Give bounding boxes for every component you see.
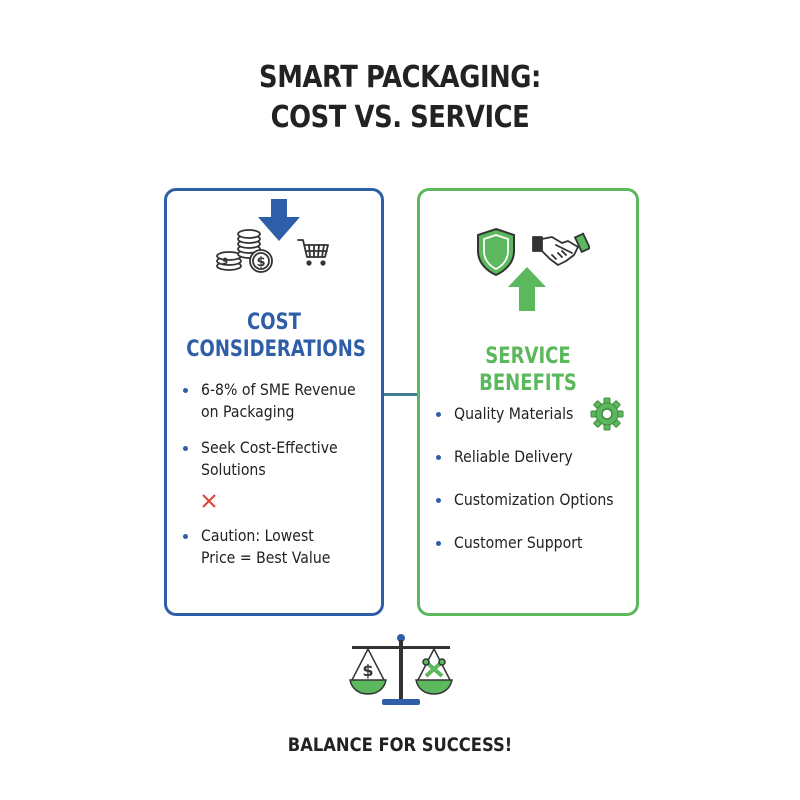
- page-title: SMART PACKAGING: COST VS. SERVICE: [56, 58, 744, 138]
- list-item: Reliable Delivery: [436, 446, 634, 468]
- bullet: [183, 446, 188, 451]
- svg-text:$: $: [256, 255, 265, 270]
- bullet: [436, 541, 441, 546]
- list-item: Customization Options: [436, 489, 634, 511]
- bullet: [436, 412, 441, 417]
- handshake-icon: [532, 232, 590, 266]
- up-arrow-icon: [508, 267, 546, 311]
- list-item: Quality Materials: [436, 397, 634, 431]
- bullet: [183, 388, 188, 393]
- cost-considerations-panel: $ $ COST CONSIDERATIONS 6-8% of SME Reve…: [164, 188, 384, 616]
- page-title-line1: SMART PACKAGING:: [259, 60, 541, 95]
- balance-caption: BALANCE FOR SUCCESS!: [287, 734, 513, 756]
- down-arrow-icon: [258, 199, 300, 241]
- cost-heading-line2: CONSIDERATIONS: [186, 337, 366, 362]
- red-x-icon: [202, 494, 216, 508]
- shopping-cart-icon: [297, 239, 329, 266]
- list-item-text: Reliable Delivery: [454, 447, 573, 466]
- panel-connector: [381, 393, 417, 396]
- list-item: Caution: Lowest Price = Best Value: [183, 525, 381, 569]
- cost-list: 6-8% of SME Revenue on Packaging Seek Co…: [183, 379, 381, 569]
- svg-text:$: $: [222, 257, 228, 267]
- gear-icon: [590, 397, 624, 431]
- list-item: Seek Cost-Effective Solutions: [183, 437, 381, 481]
- bullet: [183, 534, 188, 539]
- cost-heading-line1: COST: [247, 310, 301, 335]
- list-item-line: Price = Best Value: [201, 548, 331, 567]
- bullet: [436, 455, 441, 460]
- bullet: [436, 498, 441, 503]
- list-item: 6-8% of SME Revenue on Packaging: [183, 379, 381, 423]
- red-x-row: [201, 481, 381, 525]
- coin-stack-icon: $ $: [216, 229, 273, 273]
- service-benefits-panel: SERVICE BENEFITS Quality Materials: [417, 188, 639, 616]
- list-item-line: Solutions: [201, 460, 266, 479]
- list-item-text: Customer Support: [454, 533, 583, 552]
- list-item-text: Customization Options: [454, 490, 614, 509]
- list-item-line: Caution: Lowest: [201, 526, 314, 545]
- list-item-text: Quality Materials: [454, 404, 574, 423]
- shield-icon: [477, 227, 515, 277]
- service-heading: SERVICE BENEFITS: [479, 344, 577, 396]
- list-item: Customer Support: [436, 532, 634, 554]
- list-item-line: on Packaging: [201, 402, 295, 421]
- svg-text:$: $: [362, 661, 373, 680]
- balance-scale-icon: $: [349, 634, 453, 705]
- list-item-line: 6-8% of SME Revenue: [201, 380, 356, 399]
- cost-heading: COST CONSIDERATIONS: [186, 309, 366, 363]
- list-item-line: Seek Cost-Effective: [201, 438, 338, 457]
- page-title-line2: COST VS. SERVICE: [270, 100, 530, 135]
- service-list: Quality Materials Reliable Delivery: [436, 397, 634, 554]
